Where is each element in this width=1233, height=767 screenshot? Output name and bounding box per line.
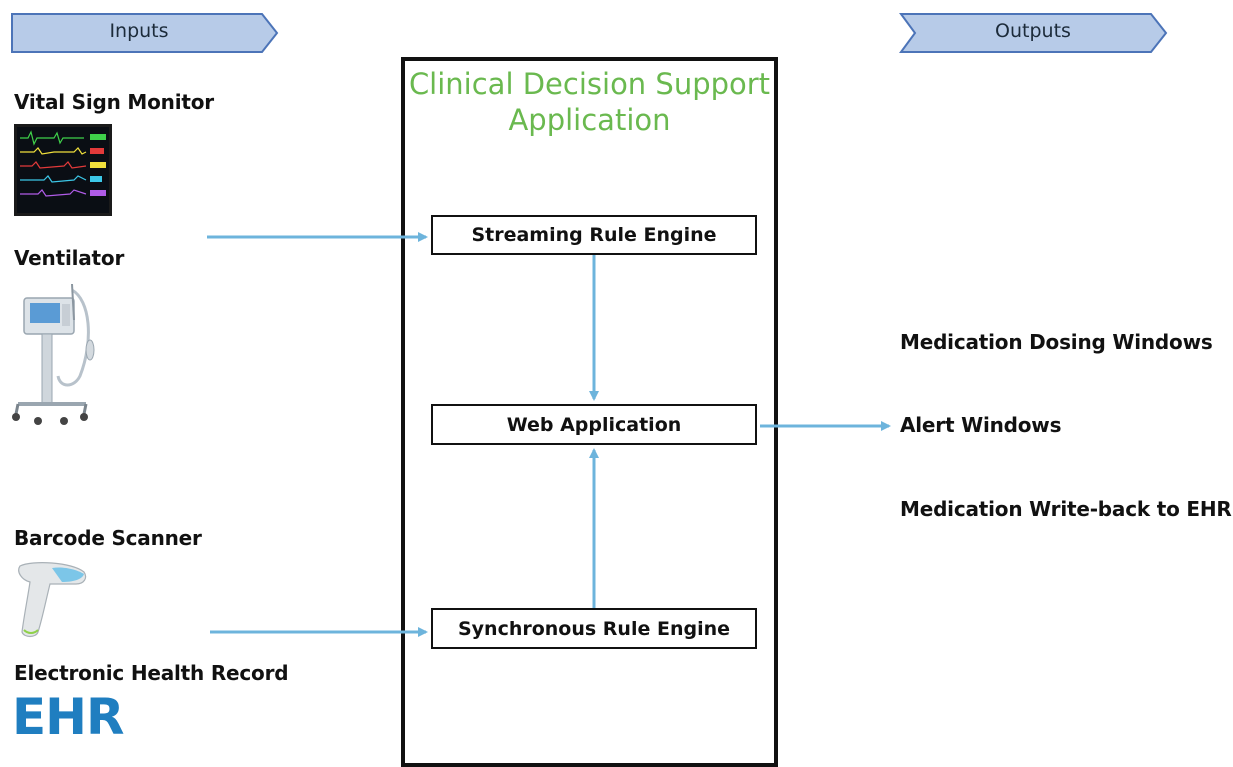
barcode-scanner-label: Barcode Scanner bbox=[14, 526, 202, 550]
ventilator-image bbox=[12, 283, 95, 425]
medication-dosing-windows-label: Medication Dosing Windows bbox=[900, 330, 1213, 354]
vital-sign-monitor-image bbox=[14, 124, 112, 216]
flow-arrows bbox=[207, 232, 891, 637]
ventilator-label: Ventilator bbox=[14, 246, 125, 270]
ehr-label: Electronic Health Record bbox=[14, 661, 289, 685]
ehr-logo: EHR bbox=[12, 688, 125, 746]
vital-sign-monitor-label: Vital Sign Monitor bbox=[14, 90, 214, 114]
inputs-header: Inputs bbox=[109, 20, 169, 42]
medication-writeback-label: Medication Write-back to EHR bbox=[900, 497, 1232, 521]
web-application-box: Web Application bbox=[431, 404, 757, 445]
synchronous-rule-engine-box: Synchronous Rule Engine bbox=[431, 608, 757, 649]
alert-windows-label: Alert Windows bbox=[900, 413, 1062, 437]
outputs-chevron bbox=[899, 13, 1168, 53]
streaming-rule-engine-box: Streaming Rule Engine bbox=[431, 215, 757, 255]
outputs-header: Outputs bbox=[995, 20, 1071, 42]
inputs-chevron bbox=[11, 13, 279, 53]
cds-application-title: Clinical Decision Support Application bbox=[408, 67, 771, 137]
barcode-scanner-image bbox=[18, 562, 87, 638]
